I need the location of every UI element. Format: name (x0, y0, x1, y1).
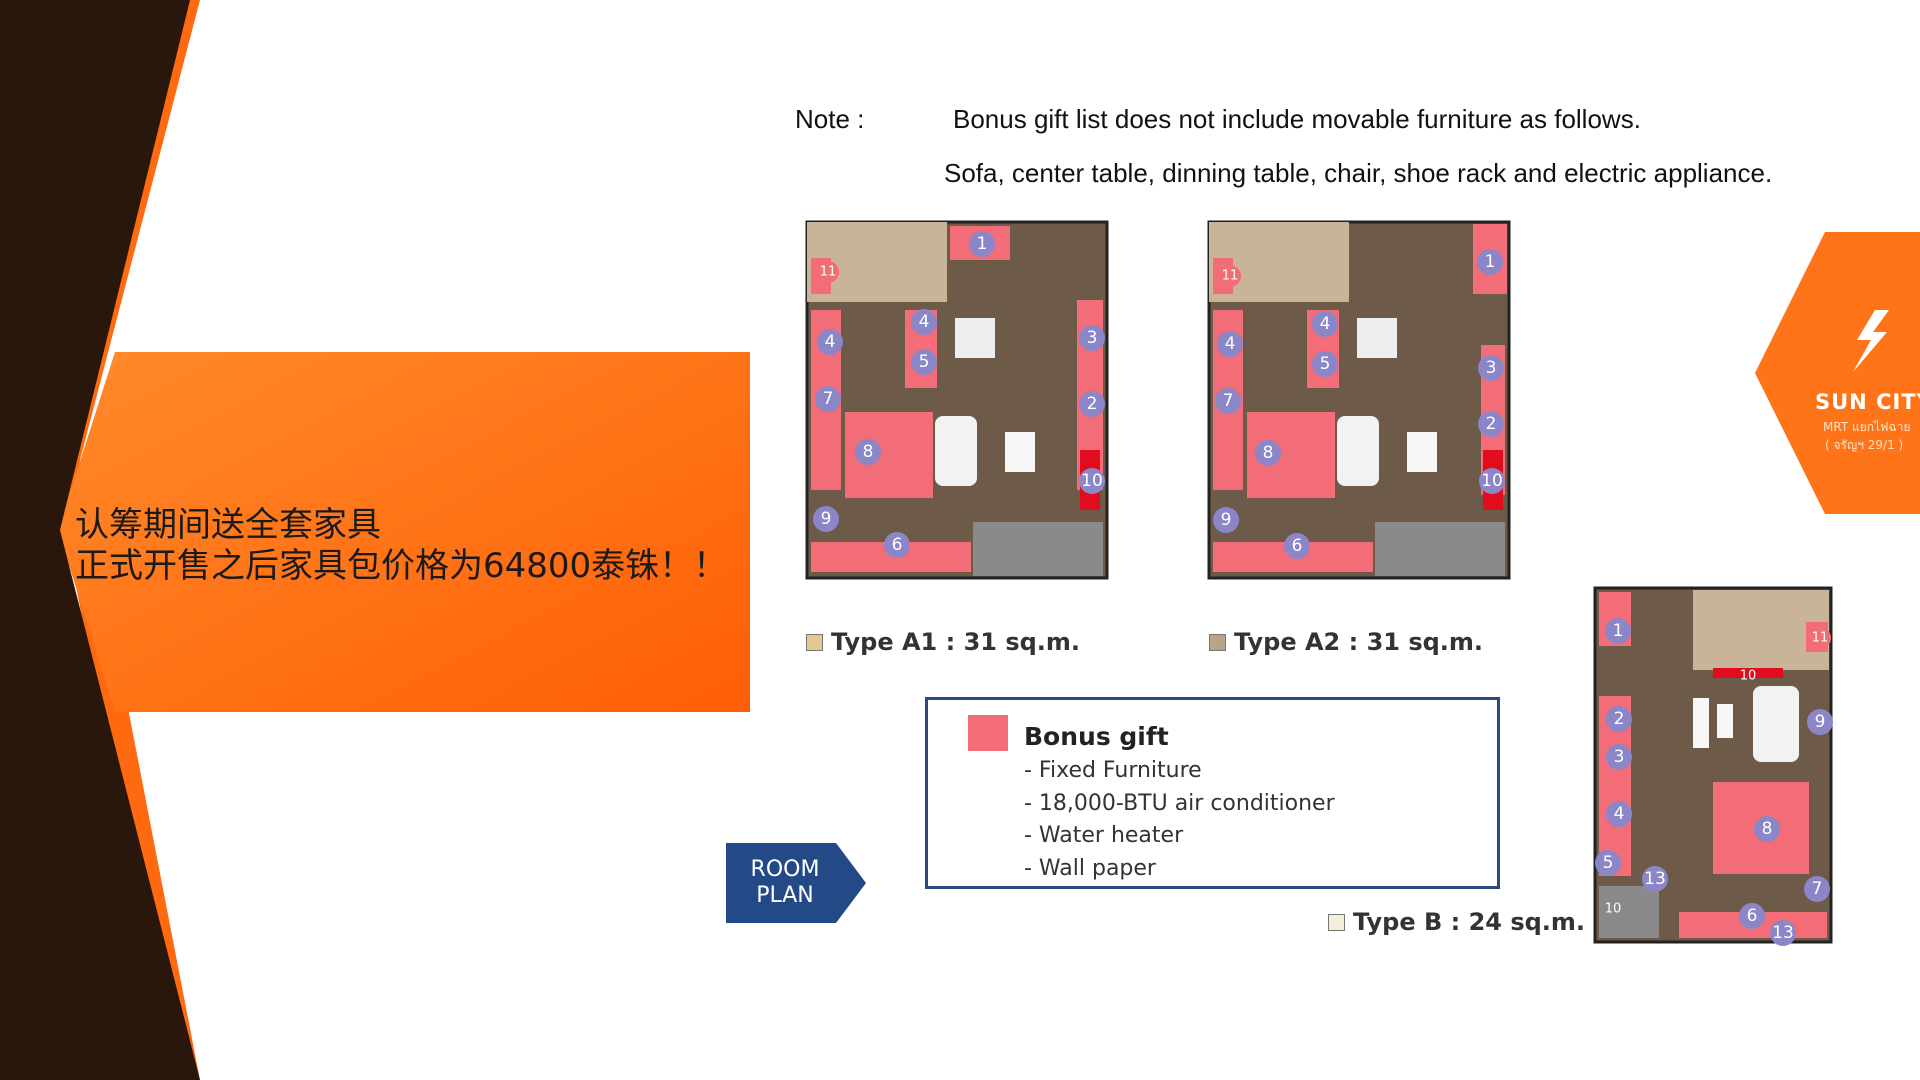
plan-a2-marker: 1 (1485, 252, 1496, 272)
bonus-gift-item: - Water heater (1024, 823, 1184, 848)
note-label: Note : (795, 104, 865, 134)
plan-a2-markers: 1 11 4 4 5 3 2 7 8 10 9 6 (1213, 249, 1505, 559)
left-dark-band (0, 0, 200, 1080)
type-b-label: Type B : 24 sq.m. (1328, 908, 1585, 936)
type-b-text: Type B : 24 sq.m. (1353, 908, 1586, 936)
plan-a1-marker: 4 (919, 312, 930, 332)
plan-a2-marker: 3 (1486, 358, 1497, 378)
room-plan-label: ROOM PLAN (726, 857, 844, 909)
plan-a1-markers: 1 11 4 4 5 3 2 7 8 10 9 6 (813, 231, 1105, 558)
plan-a1-marker: 7 (823, 389, 834, 409)
plan-b-marker: 5 (1603, 853, 1614, 873)
brand-name: SUN CITY (1815, 390, 1920, 414)
type-b-swatch (1328, 913, 1345, 931)
plan-a2-marker: 4 (1225, 334, 1236, 354)
hexagon-logo-shape (1755, 232, 1920, 514)
room-plan-line-1: ROOM (750, 857, 820, 882)
type-a2-swatch (1209, 633, 1226, 651)
plan-b-marker: 10 (1605, 902, 1622, 917)
bonus-gift-list: - Fixed Furniture - 18,000-BTU air condi… (1024, 755, 1335, 885)
plan-b-marker: 11 (1812, 631, 1829, 646)
plan-a1-marker: 11 (820, 265, 837, 280)
bonus-gift-item: - 18,000-BTU air conditioner (1024, 790, 1335, 816)
plan-a2-marker: 9 (1221, 510, 1232, 530)
plan-a1-marker: 8 (863, 442, 874, 462)
floor-plan-a2: 1 11 4 4 5 3 2 7 8 10 9 6 (1207, 220, 1511, 580)
plan-a1-marker: 3 (1087, 328, 1098, 348)
bonus-gift-item: - Wall paper (1024, 855, 1156, 881)
plan-b-marker: 9 (1815, 712, 1826, 732)
promo-line-2: 正式开售之后家具包价格为64800泰铢！！ (75, 546, 728, 586)
plan-a2-marker: 8 (1263, 443, 1274, 463)
note-line-1: Bonus gift list does not include movable… (953, 104, 1641, 134)
plan-a1-marker: 9 (821, 509, 832, 529)
type-a2-text: Type A2 : 31 sq.m. (1234, 628, 1484, 656)
plan-b-marker: 6 (1747, 906, 1758, 926)
plan-a1-marker: 6 (892, 535, 903, 555)
bonus-gift-legend: Bonus gift - Fixed Furniture - 18,000-BT… (925, 697, 1500, 889)
plan-b-markers: 1 11 10 9 2 3 4 8 5 13 7 10 6 13 (1595, 618, 1833, 946)
type-a2-label: Type A2 : 31 sq.m. (1209, 628, 1483, 656)
plan-b-marker: 8 (1762, 819, 1773, 839)
plan-a2-marker: 10 (1481, 471, 1503, 491)
plan-a2-marker: 7 (1223, 391, 1234, 411)
promo-line-1: 认筹期间送全套家具 (75, 505, 381, 545)
plan-a1-marker: 10 (1081, 471, 1103, 491)
plan-a1-marker: 2 (1087, 394, 1098, 414)
type-a1-swatch (806, 633, 823, 651)
type-a1-text: Type A1 : 31 sq.m. (831, 628, 1081, 656)
floor-plan-a1: 1 11 4 4 5 3 2 7 8 10 9 6 (805, 220, 1109, 580)
note-line-2: Sofa, center table, dinning table, chair… (944, 158, 1773, 188)
bonus-gift-title: Bonus gift (1024, 722, 1169, 751)
sun-city-logo: SUN CITY MRT แยกไฟฉาย ( จรัญฯ 29/1 ) (1755, 232, 1920, 514)
plan-b-marker: 13 (1644, 869, 1666, 889)
brand-address: ( จรัญฯ 29/1 ) (1825, 438, 1904, 452)
plan-b-marker: 2 (1614, 709, 1625, 729)
brand-location: MRT แยกไฟฉาย (1823, 420, 1911, 434)
plan-a2-marker: 6 (1292, 536, 1303, 556)
plan-a1-marker: 1 (977, 234, 988, 254)
plan-b-marker: 7 (1812, 879, 1823, 899)
plan-a2-marker: 11 (1222, 269, 1239, 284)
arrow-shape (726, 843, 866, 923)
plan-a2-marker: 5 (1320, 354, 1331, 374)
room-plan-line-2: PLAN (756, 883, 814, 908)
plan-b-marker: 3 (1614, 747, 1625, 767)
type-a1-label: Type A1 : 31 sq.m. (806, 628, 1080, 656)
plan-a1-marker: 4 (825, 332, 836, 352)
bonus-gift-color-chip (968, 715, 1008, 751)
orange-banner (58, 352, 750, 712)
room-plan-arrow: ROOM PLAN (726, 843, 866, 923)
plan-b-marker: 1 (1613, 621, 1624, 641)
plan-a2-marker: 2 (1486, 414, 1497, 434)
bonus-gift-item: - Fixed Furniture (1024, 758, 1202, 783)
sun-logo-icon (1853, 310, 1889, 372)
plan-a1-marker: 5 (919, 352, 930, 372)
plan-b-marker: 13 (1772, 923, 1794, 943)
floor-plan-b: 1 11 10 9 2 3 4 8 5 13 7 10 6 13 (1593, 586, 1833, 946)
plan-b-marker: 4 (1614, 804, 1625, 824)
plan-a2-marker: 4 (1320, 314, 1331, 334)
plan-b-marker: 10 (1740, 669, 1757, 684)
